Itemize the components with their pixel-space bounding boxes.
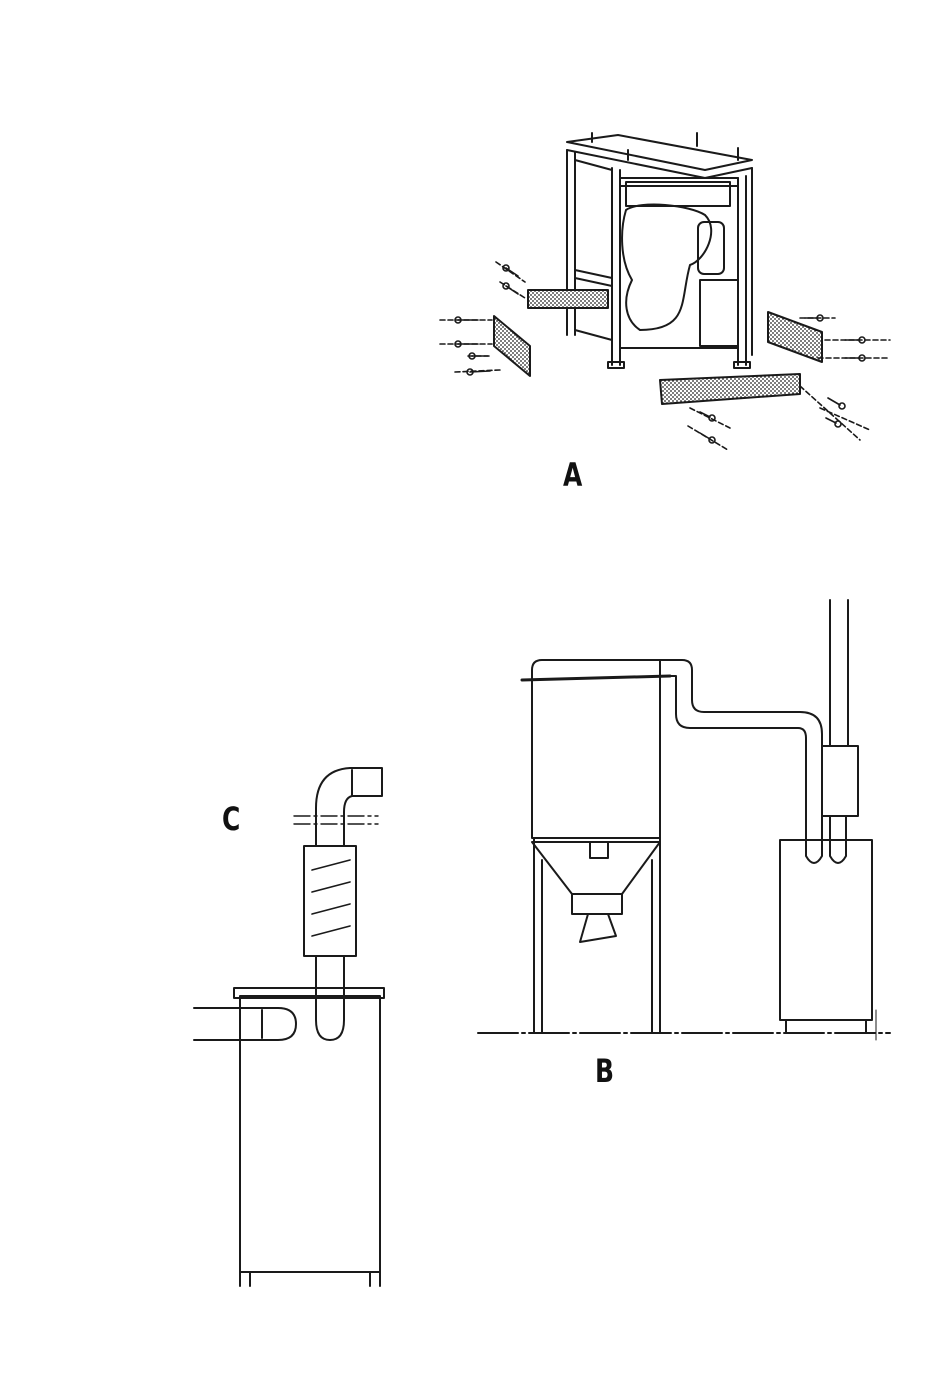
cyclone-body	[532, 660, 660, 838]
spiral-sleeve	[304, 846, 356, 956]
cone-outlet	[572, 894, 622, 914]
frame-crossbar	[575, 278, 612, 286]
cone-inlet	[590, 842, 608, 858]
cyclone-cone	[532, 842, 660, 894]
panel-right	[768, 312, 822, 362]
panel-rear-left	[528, 290, 608, 308]
exhaust-filter	[822, 746, 858, 816]
screws-rear-left	[496, 262, 525, 298]
figure-label-a: A	[563, 456, 582, 494]
side-duct	[194, 1008, 296, 1040]
figure-label-b: B	[595, 1052, 614, 1090]
cyclone-rim	[522, 676, 670, 680]
u-bend-left	[806, 842, 822, 863]
panel-front	[660, 374, 800, 404]
screws-left	[440, 317, 500, 375]
collector-box	[780, 840, 872, 1020]
frame-crossbar	[575, 160, 612, 170]
cone-flap	[580, 914, 616, 942]
u-bend-right	[830, 842, 846, 863]
figure-b-drawing	[478, 600, 890, 1040]
elbow	[316, 768, 382, 812]
connecting-duct	[660, 660, 822, 842]
panel-left	[494, 316, 530, 376]
foot	[608, 362, 624, 368]
figure-a-drawing	[440, 133, 890, 450]
figure-label-c: C	[222, 800, 240, 838]
frame-crossbar	[575, 330, 612, 340]
connecting-duct-inner	[660, 676, 806, 842]
frame-crossbar	[575, 270, 612, 278]
foot	[734, 362, 750, 368]
inner-box	[700, 280, 738, 346]
sleeve-spiral	[312, 860, 350, 936]
figure-c-drawing	[194, 768, 384, 1286]
